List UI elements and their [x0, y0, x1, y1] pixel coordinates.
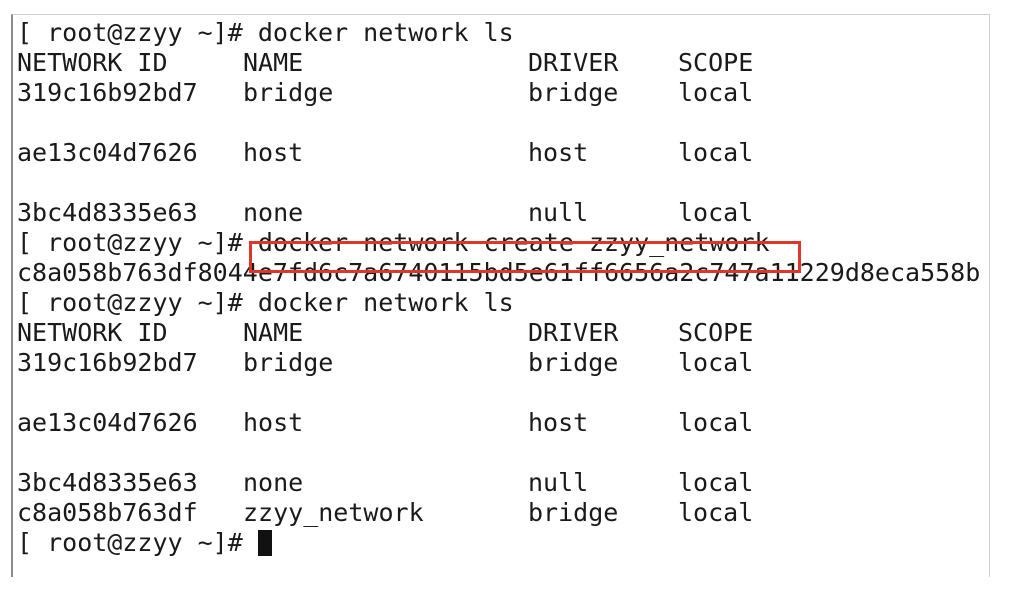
driver-cell: DRIVER [528, 48, 619, 77]
network-id-cell: 3bc4d8335e63 [17, 468, 198, 497]
driver-cell: null [528, 468, 589, 497]
prompt-line: [ root@zzyy ~]# docker network ls [17, 288, 514, 318]
name-cell: bridge [243, 78, 334, 107]
network-id-cell: 3bc4d8335e63 [17, 198, 198, 227]
name-cell: bridge [243, 348, 334, 377]
scope-cell: local [678, 198, 754, 227]
scope-cell: local [678, 138, 754, 167]
driver-cell: bridge [528, 78, 619, 107]
shell-prompt: [ root@zzyy ~]# [17, 228, 258, 257]
name-cell: host [243, 138, 304, 167]
network-id-cell: 319c16b92bd7 [17, 78, 198, 107]
network-id-cell: 319c16b92bd7 [17, 348, 198, 377]
terminal-cursor [257, 530, 272, 556]
scope-cell: SCOPE [678, 48, 754, 77]
name-cell: host [243, 408, 304, 437]
network-id-cell: c8a058b763df [17, 498, 198, 527]
highlight-box [249, 241, 801, 273]
network-id-cell: ae13c04d7626 [17, 408, 198, 437]
driver-cell: bridge [528, 498, 619, 527]
name-cell: NAME [243, 318, 304, 347]
driver-cell: DRIVER [528, 318, 619, 347]
scope-cell: SCOPE [678, 318, 754, 347]
scope-cell: local [678, 348, 754, 377]
name-cell: none [243, 468, 304, 497]
name-cell: none [243, 198, 304, 227]
driver-cell: host [528, 138, 589, 167]
command-text: docker network ls [257, 288, 514, 317]
prompt-line: [ root@zzyy ~]# [17, 528, 272, 558]
driver-cell: null [528, 198, 589, 227]
driver-cell: bridge [528, 348, 619, 377]
scope-cell: local [678, 408, 754, 437]
name-cell: NAME [243, 48, 304, 77]
shell-prompt: [ root@zzyy ~]# [17, 288, 258, 317]
driver-cell: host [528, 408, 589, 437]
shell-prompt: [ root@zzyy ~]# [17, 528, 258, 557]
name-cell: zzyy_network [243, 498, 424, 527]
shell-prompt: [ root@zzyy ~]# [17, 18, 258, 47]
command-text: docker network ls [257, 18, 514, 47]
network-id-cell: NETWORK ID [17, 48, 168, 77]
network-id-cell: ae13c04d7626 [17, 138, 198, 167]
scope-cell: local [678, 78, 754, 107]
scope-cell: local [678, 468, 754, 497]
prompt-line: [ root@zzyy ~]# docker network ls [17, 18, 514, 48]
scope-cell: local [678, 498, 754, 527]
network-id-cell: NETWORK ID [17, 318, 168, 347]
